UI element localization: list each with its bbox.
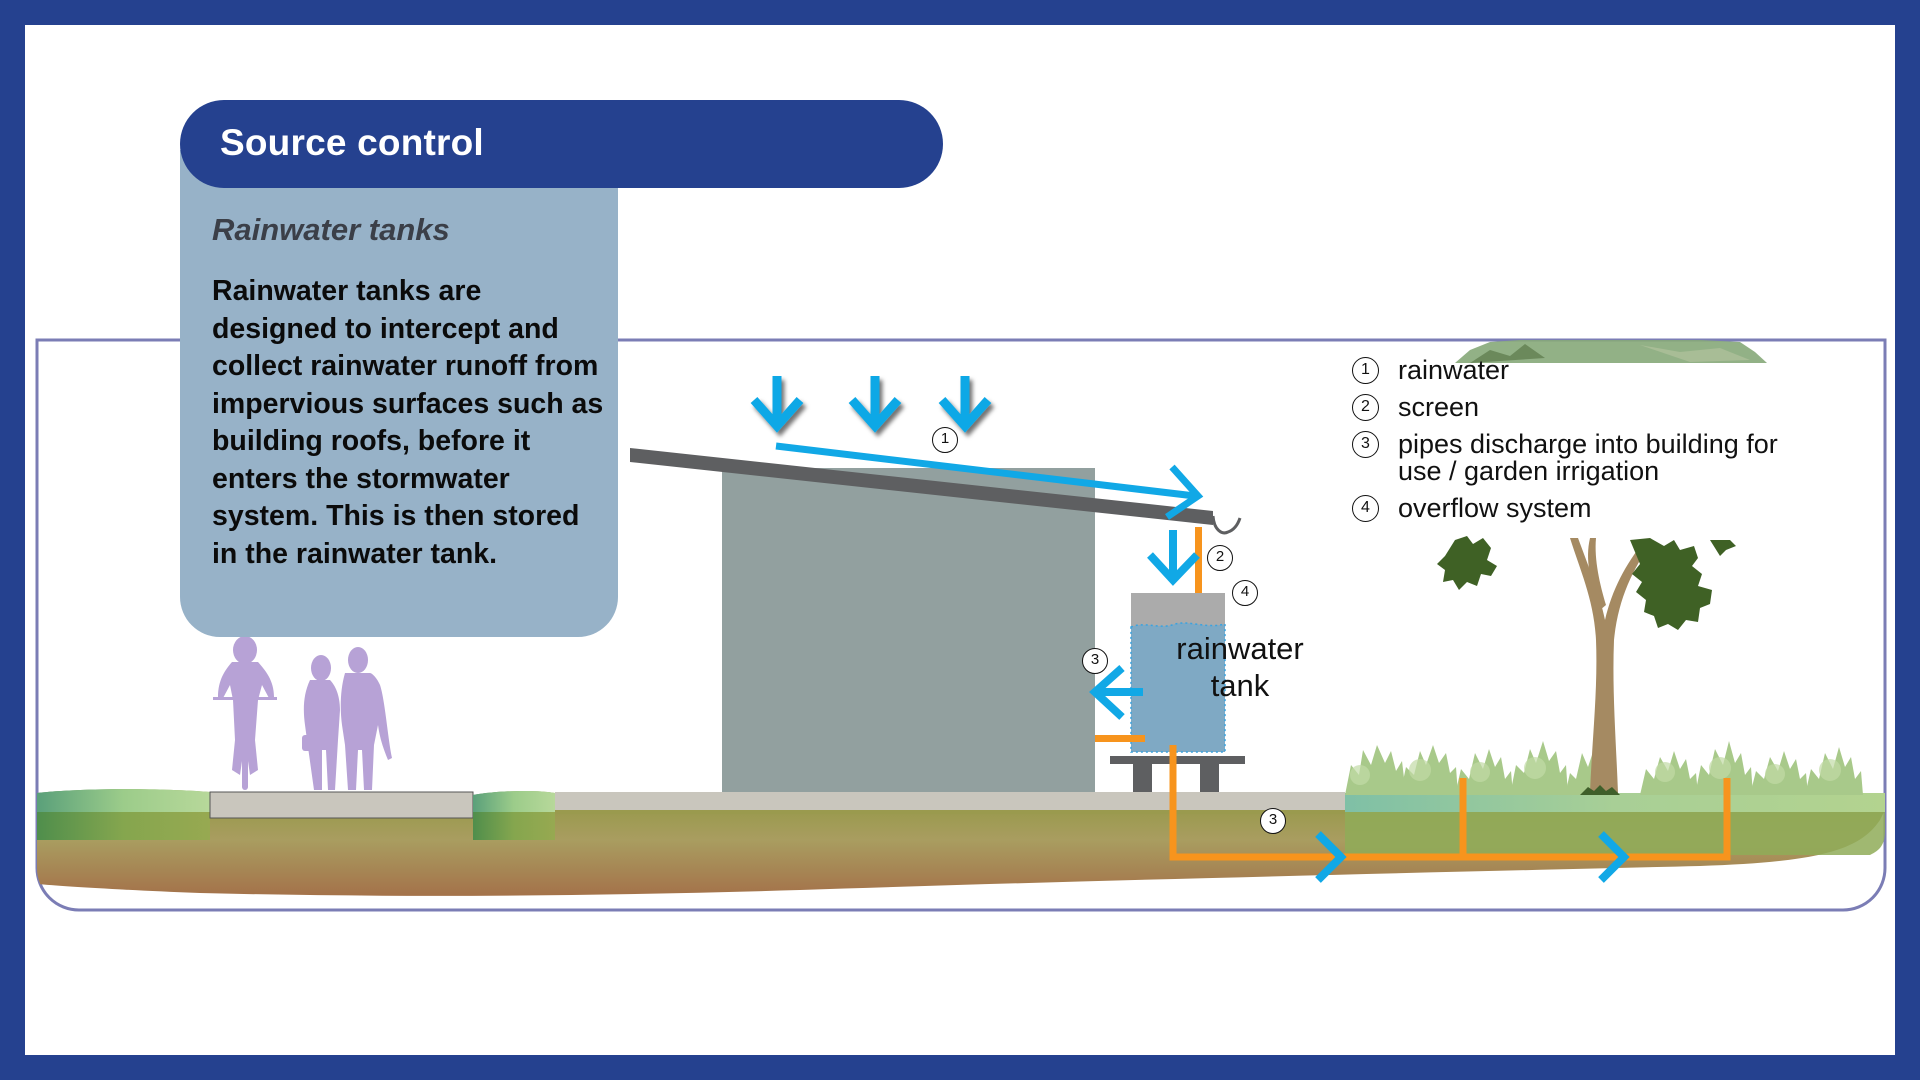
walking-man-silhouette <box>340 647 392 790</box>
building-pipe <box>1095 735 1145 742</box>
downpipe <box>1195 527 1202 593</box>
badge-garden-discharge: 3 <box>1260 808 1286 834</box>
roof-runoff-arrow <box>775 442 1204 520</box>
rain-arrow-1 <box>750 376 804 433</box>
people-silhouettes <box>213 636 392 790</box>
tank-label: rainwater tank <box>1160 630 1320 704</box>
tank-stand <box>1110 756 1245 764</box>
badge-rainwater: 1 <box>932 427 958 453</box>
legend-label: pipes discharge into building for use / … <box>1398 429 1778 486</box>
section-title: Source control <box>220 122 484 163</box>
roof <box>630 448 1213 525</box>
legend-label: overflow system <box>1398 493 1592 523</box>
legend-label: rainwater <box>1398 355 1510 385</box>
legend-number-badge: 4 <box>1352 495 1379 522</box>
building <box>722 468 1095 792</box>
section-header: Source control <box>180 100 943 188</box>
tank-top <box>1131 593 1225 627</box>
tree-canopy-top <box>1455 340 1767 363</box>
cyclist-silhouette <box>213 636 277 790</box>
rain-arrow-2 <box>848 376 902 433</box>
legend-label: screen <box>1398 392 1480 422</box>
paving <box>555 792 1345 810</box>
tank-label-line2: tank <box>1210 668 1270 703</box>
legend-item-screen: 2 screen <box>1348 394 1818 421</box>
legend-item-rainwater: 1 rainwater <box>1348 357 1818 384</box>
rain-arrows <box>750 376 992 433</box>
gutter <box>1211 515 1242 535</box>
badge-building-discharge: 3 <box>1082 648 1108 674</box>
building-discharge-arrow <box>1089 665 1143 720</box>
legend-item-pipes: 3 pipes discharge into building for use … <box>1348 431 1818 485</box>
scene-frame <box>35 338 1887 912</box>
irrigation-pipes <box>1169 745 1731 861</box>
inflow-arrow <box>1147 530 1200 586</box>
tank-label-line1: rainwater <box>1176 631 1304 666</box>
badge-screen: 2 <box>1207 545 1233 571</box>
legend-number-badge: 1 <box>1352 357 1379 384</box>
legend-number-badge: 3 <box>1352 431 1379 458</box>
legend-item-overflow: 4 overflow system <box>1348 495 1818 522</box>
legend: 1 rainwater 2 screen 3 pipes discharge i… <box>1348 357 1818 532</box>
info-subtitle: Rainwater tanks <box>212 212 450 247</box>
rain-arrow-3 <box>938 376 992 433</box>
walking-woman-silhouette <box>302 655 340 790</box>
tank-water <box>1130 622 1226 753</box>
tree <box>1437 536 1736 795</box>
irrigation-flow-arrows <box>1315 831 1630 883</box>
badge-overflow: 4 <box>1232 580 1258 606</box>
info-body: Rainwater tanks are designed to intercep… <box>212 275 604 570</box>
footpath <box>209 791 474 819</box>
legend-number-badge: 2 <box>1352 394 1379 421</box>
info-panel: Rainwater tanks Rainwater tanks are desi… <box>180 150 618 637</box>
